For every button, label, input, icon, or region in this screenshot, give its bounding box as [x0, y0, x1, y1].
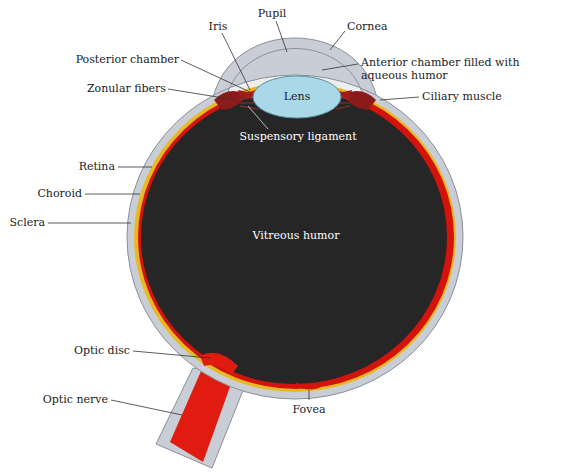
retina-layer — [134, 82, 456, 392]
choroid-layer — [138, 85, 454, 389]
part-label: Pupil — [258, 7, 287, 20]
part-label: Ciliary muscle — [422, 90, 502, 103]
part-label: Anterior chamber filled with aqueous hum… — [361, 56, 531, 82]
part-label: Cornea — [347, 20, 387, 33]
part-label: Iris — [209, 20, 228, 33]
part-label: Zonular fibers — [87, 82, 166, 95]
part-label: Optic nerve — [43, 393, 108, 406]
part-label: Optic disc — [74, 344, 130, 357]
fovea-pit — [296, 384, 324, 388]
part-label: Fovea — [293, 403, 326, 416]
sclera — [127, 49, 463, 400]
part-label: Posterior chamber — [76, 53, 179, 66]
part-label: Choroid — [37, 187, 82, 200]
part-label: Retina — [79, 160, 115, 173]
part-label: Vitreous humor — [253, 229, 340, 242]
part-label: Suspensory ligament — [239, 130, 356, 143]
part-label: Sclera — [9, 216, 45, 229]
vitreous-body — [141, 90, 447, 384]
optic-disc — [200, 353, 238, 374]
lens — [253, 76, 341, 118]
part-label: Lens — [284, 90, 311, 103]
